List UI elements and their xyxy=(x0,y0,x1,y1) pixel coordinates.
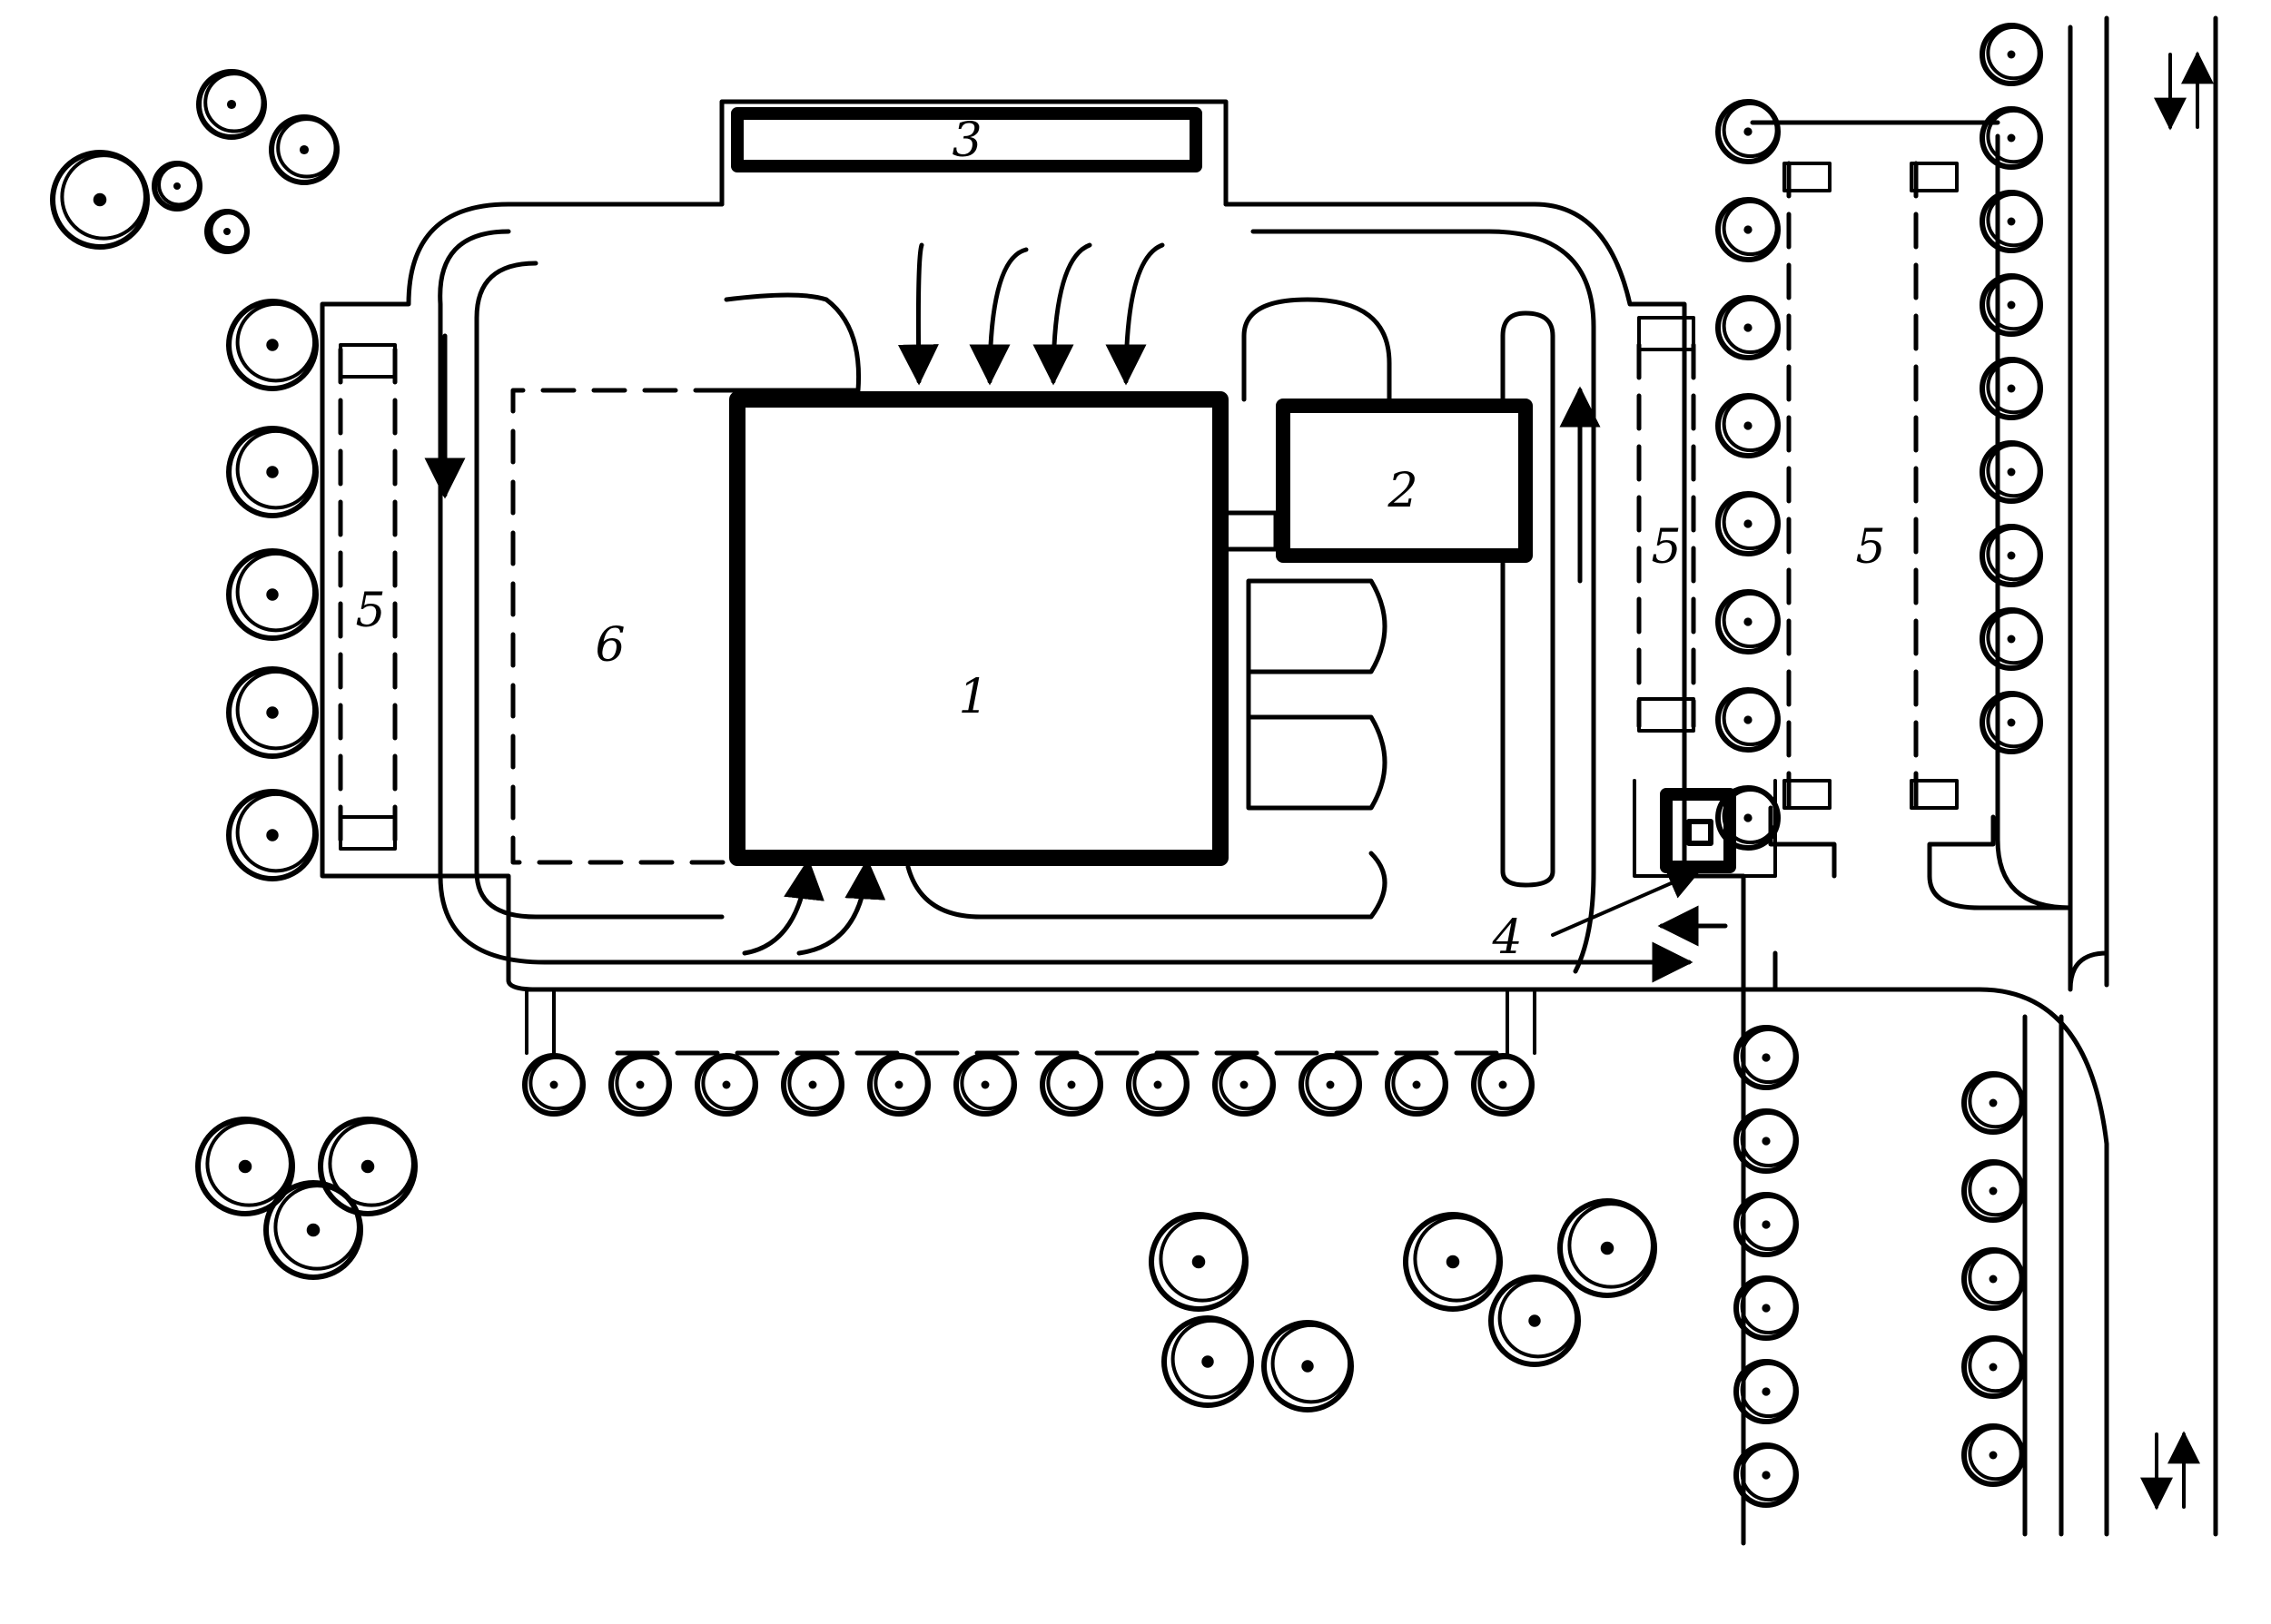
inner-road-edge xyxy=(438,229,1574,965)
yard-6: 6 xyxy=(510,388,729,865)
building-3-label: 3 xyxy=(952,113,982,168)
booth-4-label: 4 xyxy=(1491,910,1522,965)
tree-icon xyxy=(1733,1442,1799,1508)
tree-icon xyxy=(226,299,319,391)
parking-bottom xyxy=(524,987,1536,1056)
tree-icon xyxy=(1980,524,2043,587)
parking-left-label: 5 xyxy=(355,584,385,638)
tree-icon xyxy=(1980,106,2043,170)
tree-icon xyxy=(1980,440,2043,504)
tree-icon xyxy=(1040,1053,1103,1117)
tree-icon xyxy=(1980,190,2043,253)
tree-icon xyxy=(1261,1320,1354,1412)
tree-icon xyxy=(1961,1247,2025,1311)
tree-icon xyxy=(1980,23,2043,86)
tree-icon xyxy=(1715,491,1781,556)
traffic-arrows xyxy=(424,51,2214,1511)
tree-icon xyxy=(781,1053,844,1117)
tree-icon xyxy=(1961,1159,2025,1223)
main-street xyxy=(1741,15,2218,1546)
tree-icon xyxy=(953,1053,1017,1117)
tree-icon xyxy=(1961,1423,2025,1487)
tree-icon xyxy=(226,789,319,881)
tree-icon xyxy=(1715,197,1781,262)
tree-icon xyxy=(269,114,340,185)
tree-icon xyxy=(1212,1053,1276,1117)
tree-icon xyxy=(1161,1315,1254,1408)
tree-icon xyxy=(1557,1198,1657,1298)
tree-icon xyxy=(226,426,319,518)
connector-passage xyxy=(1223,510,1279,552)
tree-icon xyxy=(1126,1053,1190,1117)
tree-icon xyxy=(1385,1053,1448,1117)
tree-icon xyxy=(1733,1025,1799,1090)
tree-icon xyxy=(1471,1053,1535,1117)
tree-icon xyxy=(1715,785,1781,851)
tree-icon xyxy=(1733,1275,1799,1341)
tree-icon xyxy=(50,150,150,250)
building-2-label: 2 xyxy=(1387,464,1417,518)
tree-icon xyxy=(263,1180,363,1280)
yard-6-label: 6 xyxy=(595,618,625,673)
tree-icon xyxy=(1980,357,2043,420)
tree-icon xyxy=(1403,1212,1503,1312)
tree-icon xyxy=(226,548,319,641)
tree-icon xyxy=(1980,607,2043,671)
tree-icon xyxy=(195,1117,295,1216)
parking-right-inner: 5 xyxy=(1636,316,1696,733)
building-3-outline xyxy=(731,107,1202,172)
tree-icon xyxy=(1715,99,1781,164)
building-1-outline xyxy=(729,391,1229,866)
tree-icon xyxy=(226,666,319,759)
tree-icon xyxy=(1488,1275,1581,1367)
tree-icon xyxy=(1715,589,1781,655)
tree-icon xyxy=(1980,691,2043,754)
yard-6-outline xyxy=(510,388,729,865)
tree-icon xyxy=(1715,393,1781,458)
tree-icon xyxy=(1715,295,1781,360)
parking-right-outer: 5 xyxy=(1750,120,2073,910)
service-loop xyxy=(1250,229,1596,974)
parking-left: 5 xyxy=(338,343,398,851)
tree-icon xyxy=(1733,1192,1799,1257)
booth-4: 4 xyxy=(1491,779,1777,965)
outer-road-edge xyxy=(320,202,1746,992)
building-2: 2 xyxy=(1223,399,1533,563)
inner-loop xyxy=(474,261,725,920)
building-3: 3 xyxy=(719,99,1229,207)
tree-icon xyxy=(1733,1359,1799,1424)
building-2-outline xyxy=(1276,399,1533,563)
tree-icon xyxy=(608,1053,672,1117)
tree-icon xyxy=(1961,1335,2025,1399)
tree-icon xyxy=(196,69,267,140)
loading-docks xyxy=(905,297,1555,920)
building-1-label: 1 xyxy=(958,670,988,724)
parking-right-inner-label: 5 xyxy=(1651,520,1681,575)
perimeter-road xyxy=(320,202,1746,992)
tree-icon xyxy=(1298,1053,1362,1117)
parking-right-outer-label: 5 xyxy=(1855,520,1885,575)
tree-icon xyxy=(522,1053,586,1117)
tree-icon xyxy=(1980,273,2043,337)
tree-icon xyxy=(152,161,202,212)
tree-icon xyxy=(1733,1108,1799,1174)
tree-icon xyxy=(204,209,250,254)
tree-icon xyxy=(318,1117,418,1216)
trees xyxy=(50,23,2043,1508)
tree-icon xyxy=(1149,1212,1249,1312)
tree-icon xyxy=(1961,1071,2025,1135)
tree-icon xyxy=(867,1053,931,1117)
tree-icon xyxy=(695,1053,758,1117)
building-1: 1 xyxy=(724,292,1229,866)
tree-icon xyxy=(1715,687,1781,753)
